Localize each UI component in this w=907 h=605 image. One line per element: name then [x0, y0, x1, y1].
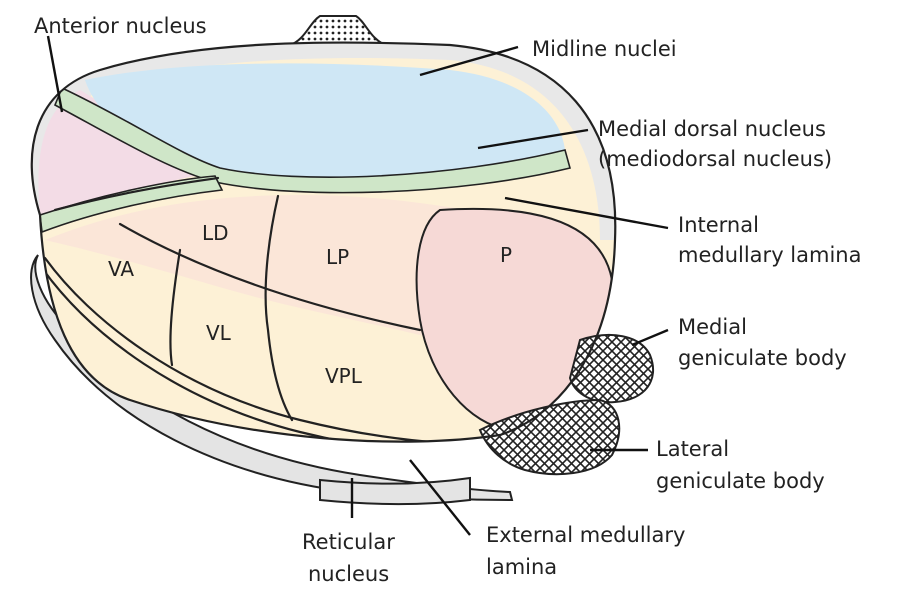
anterior-nucleus-label: Anterior nucleus	[34, 14, 207, 38]
medial-dorsal-label-1: Medial dorsal nucleus	[598, 117, 826, 141]
internal-lamina-lower	[39, 175, 224, 234]
external-lamina-label-2: lamina	[486, 555, 557, 579]
vpl-label: VPL	[325, 364, 363, 388]
internal-lamina-label-1: Internal	[678, 213, 759, 237]
medial-geniculate-region	[568, 334, 655, 404]
lateral-geniculate-region	[478, 398, 621, 476]
anterior-nucleus-leader	[46, 35, 64, 113]
internal-lamina-upper	[53, 86, 571, 194]
dorsal-ventral-divider	[118, 222, 422, 332]
thalamus-outline	[30, 41, 617, 443]
vl-label: VL	[206, 321, 232, 345]
medial-geniculate-label-2: geniculate body	[678, 346, 847, 370]
medial-geniculate-label-1: Medial	[678, 315, 747, 339]
va-label: VA	[108, 257, 134, 281]
lp-label: LP	[326, 245, 349, 269]
internal-lamina-leader	[504, 196, 669, 230]
medial-geniculate-leader	[631, 328, 669, 347]
reticular-nucleus-label-2: nucleus	[308, 562, 389, 586]
medial-dorsal-region	[85, 63, 565, 182]
lateral-geniculate-label-2: geniculate body	[656, 469, 825, 493]
reticular-nucleus-tail	[319, 476, 471, 506]
internal-lamina-label-2: medullary lamina	[678, 243, 861, 267]
ld-lp-divider	[264, 194, 294, 422]
external-lamina-leader	[409, 459, 471, 536]
external-lamina-label-1: External medullary	[486, 523, 685, 547]
lamina-inner-line	[53, 176, 220, 212]
medial-dorsal-leader	[477, 128, 589, 150]
lateral-group-region	[45, 195, 470, 340]
medial-dorsal-label-2: (mediodorsal nucleus)	[598, 147, 832, 171]
midline-nuclei-label: Midline nuclei	[532, 37, 677, 61]
ld-label: LD	[202, 221, 229, 245]
p-label: P	[500, 243, 512, 267]
midline-nuclei-region	[289, 15, 389, 47]
reticular-nucleus-label-1: Reticular	[302, 530, 395, 554]
midline-nuclei-leader	[419, 45, 519, 77]
lateral-geniculate-label-1: Lateral	[656, 437, 729, 461]
va-vl-divider	[169, 248, 182, 367]
